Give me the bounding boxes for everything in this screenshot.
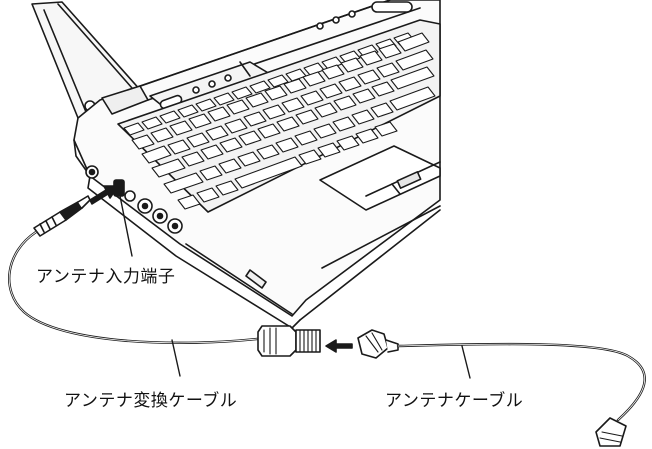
- leader-antenna-converter-cable: [171, 339, 181, 377]
- laptop-illustration: [31, 0, 441, 329]
- laptop-side-ports: [85, 165, 183, 234]
- keyboard-keys: [123, 32, 436, 210]
- leader-antenna-cable: [461, 345, 471, 379]
- f-connector-converter: [257, 325, 321, 357]
- f-connector-cable-end: [595, 417, 627, 447]
- mini-plug: [33, 195, 91, 237]
- leader-antenna-input-port: [119, 195, 133, 257]
- antenna-converter-cable-label: アンテナ変換ケーブル: [64, 391, 238, 411]
- antenna-cable-label: アンテナケーブル: [385, 391, 524, 411]
- connection-arrow: [89, 185, 119, 205]
- connection-arrow-2: [325, 339, 353, 353]
- f-connector-antenna-cable: [357, 329, 399, 359]
- touchpad: [319, 145, 441, 211]
- antenna-input-port-label: アンテナ入力端子: [36, 267, 176, 287]
